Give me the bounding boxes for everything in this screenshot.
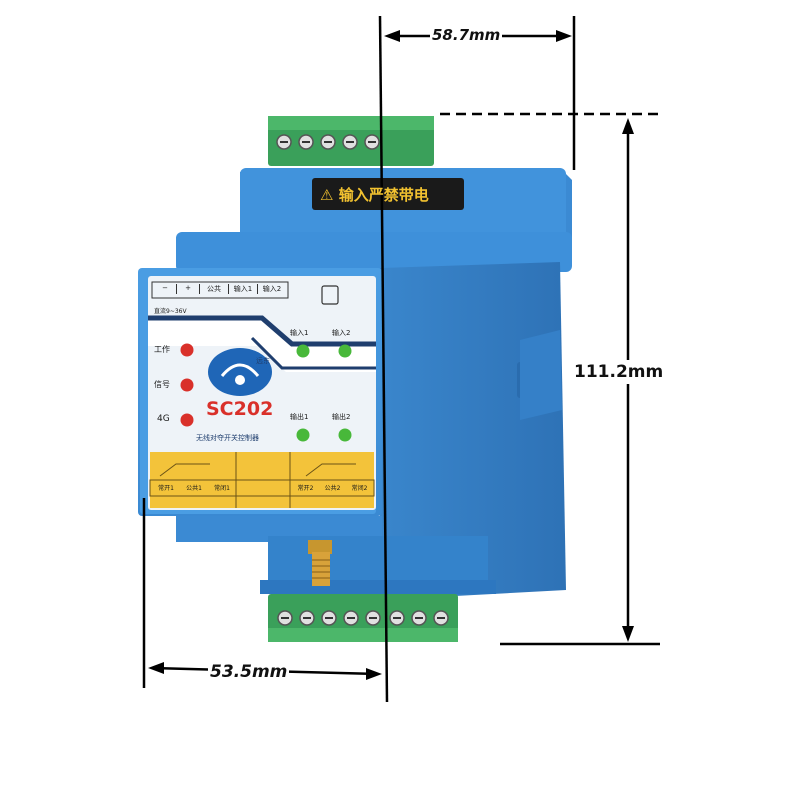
terminal-label: 常开2 — [297, 485, 314, 492]
bottom-terminal-block — [268, 594, 458, 642]
terminal-label: 公共2 — [324, 485, 341, 492]
output-1-label: 输出1 — [290, 413, 309, 421]
terminal-label: 输入2 — [262, 285, 282, 293]
status-led-label-4g: 4G — [157, 414, 170, 424]
status-led-label-work: 工作 — [154, 345, 170, 354]
model-label: SC202 — [206, 398, 274, 420]
bottom-terminal-labels-left: 常开1 公共1 常闭1 — [152, 483, 236, 492]
housing-middle-tier — [176, 232, 572, 272]
warning-triangle-icon: ⚠ — [320, 186, 334, 204]
width-bottom-dimension-label: 53.5mm — [208, 662, 290, 682]
warning-label: ⚠ 输入严禁带电 — [320, 184, 429, 205]
terminal-label: 输入1 — [229, 284, 258, 294]
status-led-label-signal: 信号 — [154, 380, 170, 389]
dimension-arrowheads — [148, 30, 634, 680]
bottom-terminal-labels-right: 常开2 公共2 常闭2 — [292, 483, 373, 492]
terminal-label: 公共1 — [186, 485, 202, 492]
io-led-green — [296, 344, 352, 442]
housing-upper-tier — [240, 168, 572, 240]
status-led-red — [180, 343, 194, 427]
width-top-dimension-label: 58.7mm — [430, 26, 503, 44]
terminal-label: 常闭2 — [351, 485, 368, 492]
antenna-connector — [308, 540, 332, 586]
input-2-label: 输入2 — [332, 329, 351, 337]
terminal-label: 常闭1 — [214, 485, 230, 492]
warning-label-text: 输入严禁带电 — [338, 186, 429, 204]
top-terminal-block — [268, 116, 434, 166]
housing-base — [260, 536, 496, 594]
output-2-label: 输出2 — [332, 413, 351, 421]
height-dimension-label: 111.2mm — [574, 360, 664, 384]
housing-side — [380, 262, 566, 600]
terminal-label: + — [177, 284, 200, 294]
terminal-label: − — [154, 284, 177, 294]
device-subtitle: 无线对夺开关控制器 — [196, 434, 259, 442]
top-terminal-labels: − + 公共 输入1 输入2 — [154, 284, 286, 294]
power-spec-label: 直流9~36V — [154, 308, 187, 315]
front-panel-sticker — [148, 276, 376, 510]
terminal-label: 常开1 — [158, 485, 174, 492]
terminal-label: 公共 — [200, 284, 229, 294]
input-1-label: 输入1 — [290, 329, 309, 337]
logo-text: 远东 — [256, 357, 270, 365]
